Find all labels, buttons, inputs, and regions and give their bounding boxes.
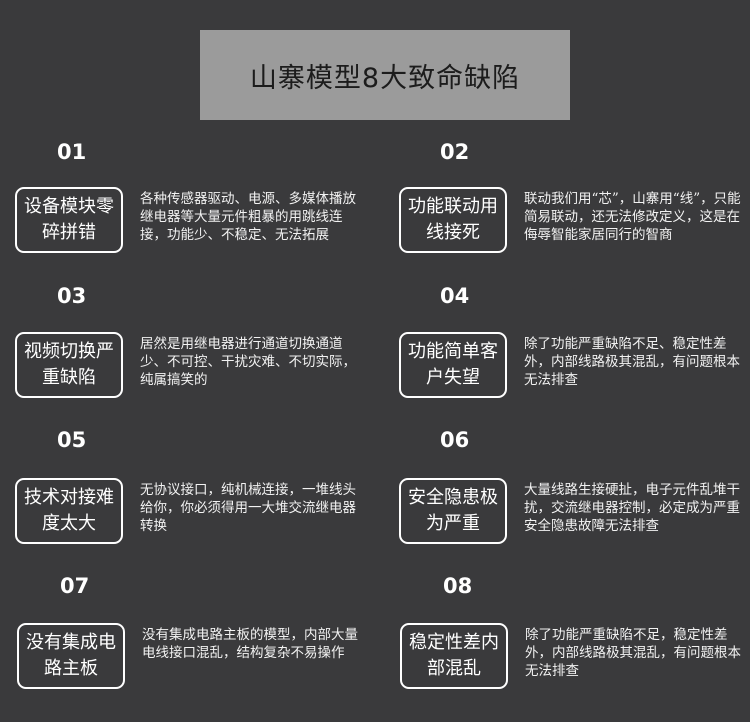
- item-description: 大量线路生接硬扯，电子元件乱堆干扰，交流继电器控制，必定成为严重安全隐患故障无法…: [524, 482, 740, 534]
- item-description: 除了功能严重缺陷不足、稳定性差外，内部线路极其混乱，有问题根本无法排查: [524, 336, 740, 388]
- item-number: 04: [440, 284, 470, 308]
- item-tag: 功能联动用线接死: [399, 187, 507, 253]
- item-tag: 没有集成电路主板: [17, 623, 125, 689]
- item-number: 03: [57, 284, 87, 308]
- item-description: 各种传感器驱动、电源、多媒体播放继电器等大量元件粗暴的用跳线连接，功能少、不稳定…: [140, 191, 356, 243]
- item-tag: 功能简单客户失望: [399, 332, 507, 398]
- item-description: 联动我们用“芯”，山寨用“线”，只能简易联动，还无法修改定义，这是在侮辱智能家居…: [524, 191, 741, 243]
- item-description: 除了功能严重缺陷不足，稳定性差外，内部线路极其混乱，有问题根本无法排查: [525, 627, 741, 679]
- item-number: 07: [60, 574, 90, 598]
- item-description: 无协议接口，纯机械连接，一堆线头给你，你必须得用一大堆交流继电器转换: [140, 482, 356, 534]
- item-description: 没有集成电路主板的模型，内部大量电线接口混乱，结构复杂不易操作: [142, 627, 358, 661]
- title-banner: 山寨模型8大致命缺陷: [200, 30, 570, 120]
- item-number: 06: [440, 428, 470, 452]
- item-number: 02: [440, 140, 470, 164]
- item-tag: 稳定性差内部混乱: [400, 623, 508, 689]
- item-tag: 技术对接难度太大: [15, 478, 123, 544]
- page-title: 山寨模型8大致命缺陷: [249, 62, 521, 94]
- item-number: 05: [57, 428, 87, 452]
- item-tag: 安全隐患极为严重: [399, 478, 507, 544]
- item-description: 居然是用继电器进行通道切换通道少、不可控、干扰灾难、不切实际，纯属搞笑的: [140, 336, 356, 388]
- item-tag: 设备模块零碎拼错: [15, 187, 123, 253]
- item-number: 01: [57, 140, 87, 164]
- item-number: 08: [443, 574, 473, 598]
- item-tag: 视频切换严重缺陷: [15, 332, 123, 398]
